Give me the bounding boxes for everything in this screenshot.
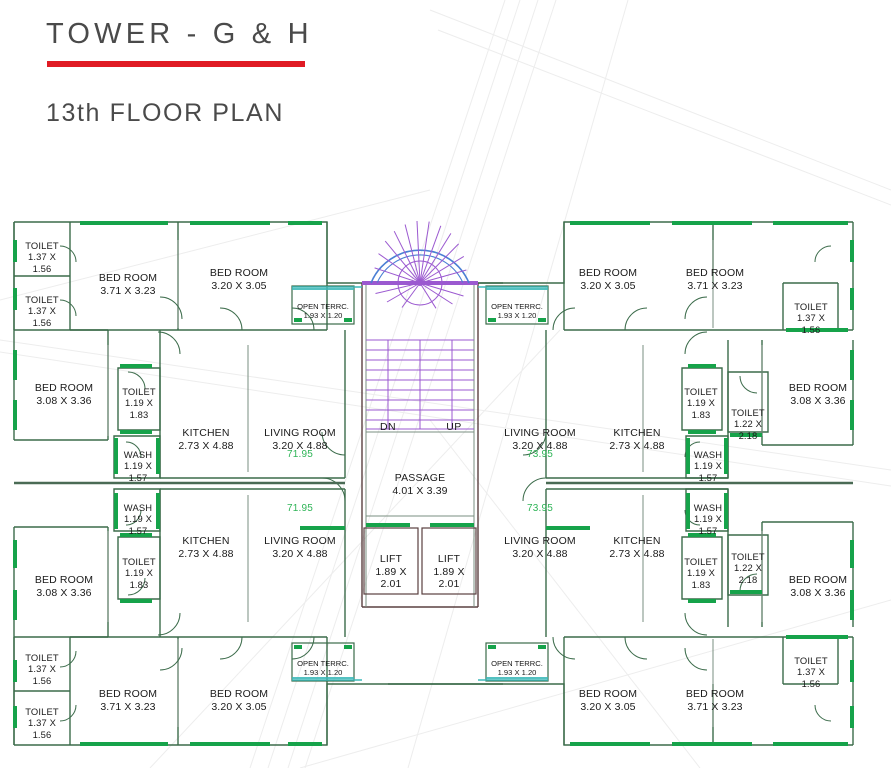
page-title: TOWER - G & H (46, 18, 313, 50)
lift-shafts (363, 527, 477, 595)
stair-flight (366, 339, 474, 430)
sheet-header: TOWER - G & H 13th FLOOR PLAN (0, 0, 891, 175)
unit-bottom-left-interior (107, 495, 249, 727)
terrace-rails (292, 288, 548, 679)
spiral-staircase (370, 220, 470, 309)
open-terrace-boxes (291, 285, 549, 682)
unit-top-left-interior (107, 240, 249, 472)
core-glazing (292, 286, 548, 681)
window-markers (13, 221, 854, 746)
core-inner-walls (365, 283, 475, 607)
door-swing-arcs (59, 245, 832, 722)
unit-top-right-interior (642, 240, 763, 472)
title-underline-rule (47, 61, 305, 67)
central-core (361, 283, 479, 608)
unit-bottom-right-interior (642, 495, 763, 727)
page-subtitle: 13th FLOOR PLAN (46, 99, 284, 127)
